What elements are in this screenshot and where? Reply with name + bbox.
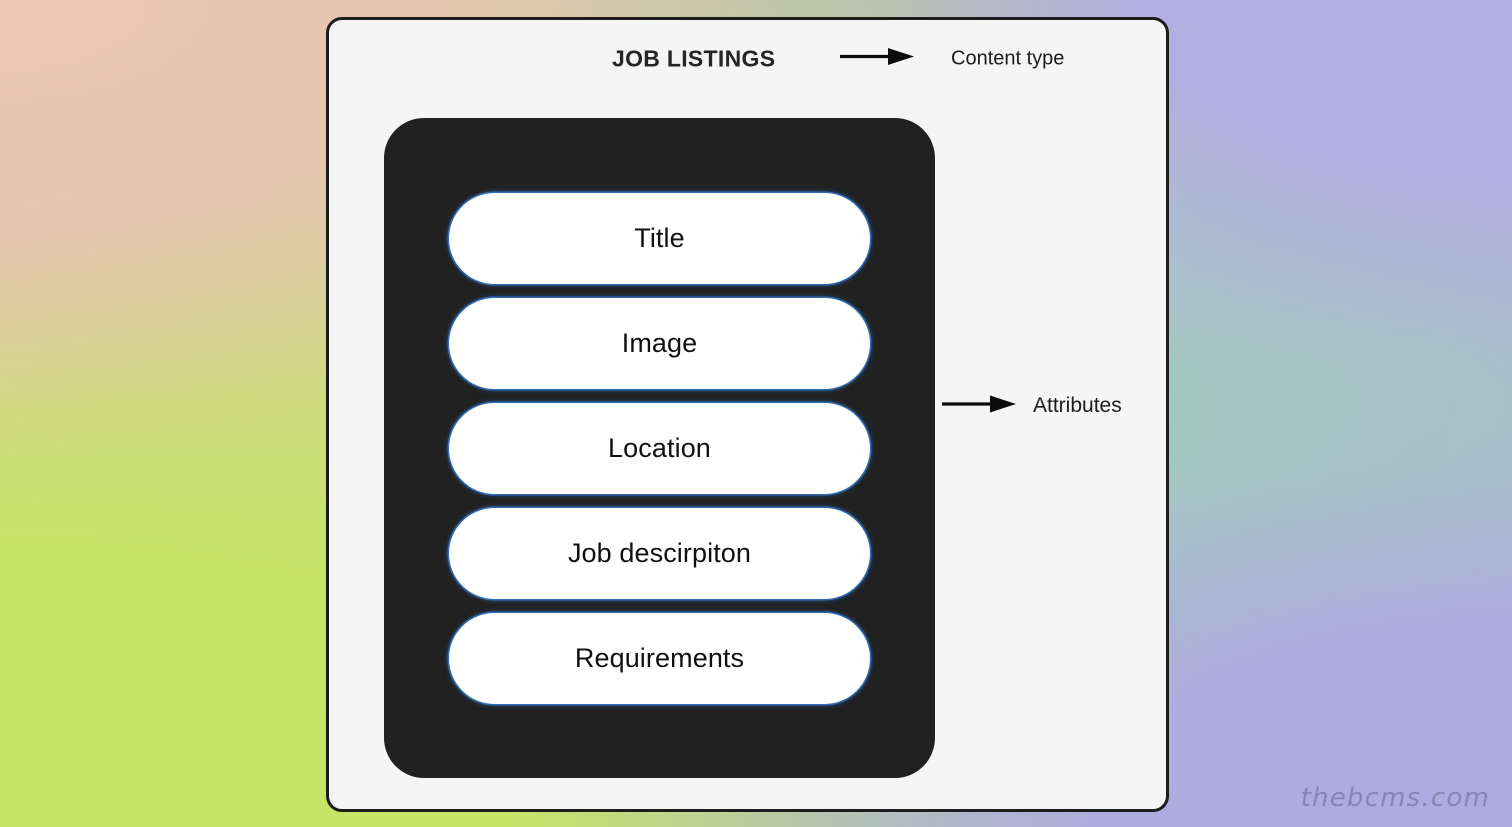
attributes-annotation-label: Attributes bbox=[1033, 394, 1122, 417]
attribute-pill-label: Requirements bbox=[574, 642, 745, 673]
attribute-pill-label: Image bbox=[621, 327, 698, 358]
attribute-pill[interactable]: Job descirpiton bbox=[449, 507, 870, 599]
watermark: thebcms.com bbox=[1300, 783, 1490, 813]
arrow-right-icon bbox=[839, 46, 915, 73]
content-type-title: JOB LISTINGS bbox=[612, 45, 776, 72]
attribute-pill-label: Job descirpiton bbox=[567, 537, 752, 568]
arrow-right-icon bbox=[941, 393, 1017, 420]
attribute-pill[interactable]: Requirements bbox=[449, 612, 870, 704]
content-type-card: JOB LISTINGS Content type Title Image Lo… bbox=[326, 17, 1169, 812]
attribute-pill[interactable]: Image bbox=[449, 297, 870, 389]
attribute-pill-label: Location bbox=[608, 432, 711, 463]
header-row: JOB LISTINGS Content type bbox=[329, 37, 1172, 81]
attribute-pill[interactable]: Title bbox=[449, 192, 870, 284]
content-type-annotation-label: Content type bbox=[951, 47, 1065, 70]
attribute-pill[interactable]: Location bbox=[449, 402, 870, 494]
attribute-pill-label: Title bbox=[634, 222, 685, 253]
attributes-panel: Title Image Location Job descirpiton Req… bbox=[384, 118, 935, 778]
